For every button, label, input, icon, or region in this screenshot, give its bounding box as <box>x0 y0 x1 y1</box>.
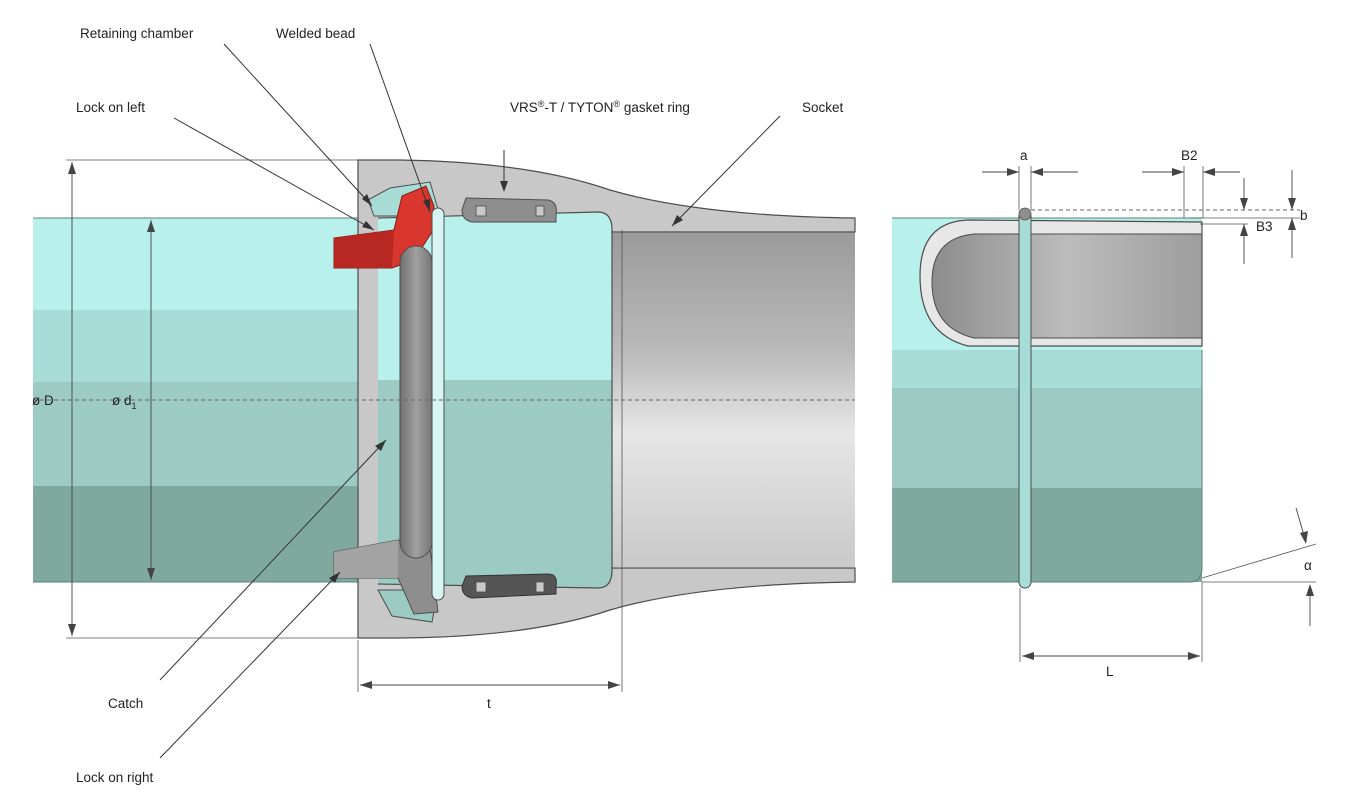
dimension-length <box>1019 582 1203 662</box>
dimension-b-b3 <box>1031 170 1300 264</box>
spigot-end-cutaway <box>919 219 1203 347</box>
label-dim-a: a <box>1020 148 1028 163</box>
dimension-angle <box>1201 507 1317 626</box>
spigot-pipe-left <box>33 217 363 583</box>
label-lock-on-right: Lock on right <box>76 770 154 785</box>
label-dim-b2: B2 <box>1181 148 1198 163</box>
dimension-socket-depth <box>357 230 623 692</box>
lock-right <box>333 539 439 615</box>
label-dim-b3: B3 <box>1256 219 1273 234</box>
label-catch: Catch <box>108 696 143 711</box>
label-dim-angle: α <box>1304 558 1312 573</box>
dimension-b2 <box>1142 166 1240 218</box>
leader-lines-left <box>159 43 781 759</box>
label-dim-length: L <box>1106 664 1114 679</box>
label-welded-bead: Welded bead <box>276 26 355 41</box>
dimension-a <box>982 166 1078 210</box>
gasket-ring <box>461 197 557 599</box>
label-retaining-chamber: Retaining chamber <box>80 26 194 41</box>
label-gasket-ring: VRS®-T / TYTON® gasket ring <box>510 99 690 115</box>
welded-bead-right <box>1018 207 1032 589</box>
label-socket: Socket <box>802 100 844 115</box>
label-socket-depth: t <box>487 696 491 711</box>
welded-bead <box>431 207 445 601</box>
dimension-inner-diameter <box>147 220 155 580</box>
label-lock-on-left: Lock on left <box>76 100 145 115</box>
label-dim-b: b <box>1300 208 1308 223</box>
label-inner-diameter: ø d1 <box>112 393 137 411</box>
label-outer-diameter: ø D <box>32 393 54 408</box>
catch <box>399 245 433 559</box>
dimension-outer-diameter <box>66 159 358 639</box>
